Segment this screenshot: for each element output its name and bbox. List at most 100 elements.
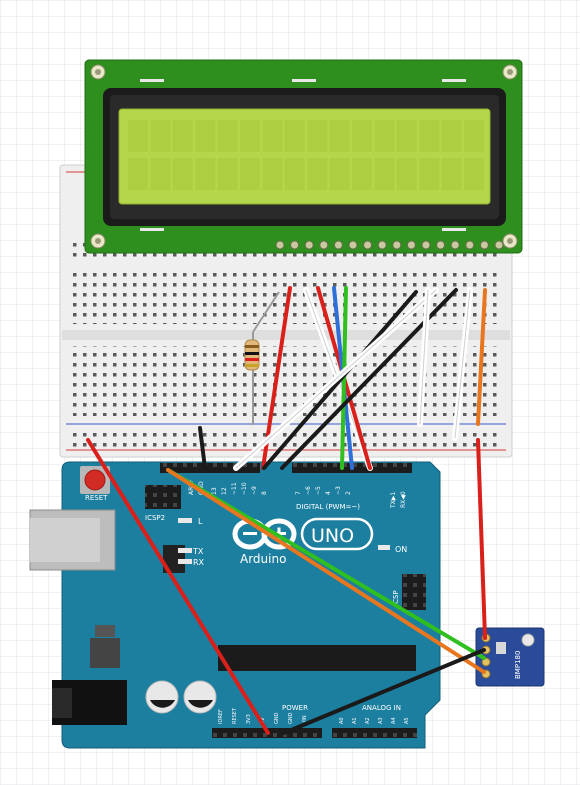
lcd-pin	[465, 240, 475, 250]
rxd-label: RX◀0	[400, 491, 407, 508]
digital-pin-label: ~5	[315, 486, 322, 495]
brand-label: Arduino	[240, 552, 286, 566]
txd-label: TX▶1	[390, 492, 397, 509]
icsp-label: ICSP	[392, 590, 400, 606]
lcd-cell	[172, 120, 193, 152]
lcd-cell	[374, 158, 395, 190]
model-label: UNO	[311, 525, 354, 547]
led-rx-label: RX	[193, 558, 205, 567]
sensor-label: BMP180	[514, 651, 522, 679]
lcd-cell	[195, 158, 216, 190]
lcd-cell	[262, 158, 283, 190]
digital-pin-label: 13	[211, 487, 218, 495]
lcd-pin	[421, 240, 431, 250]
digital-pin-label: ~9	[251, 486, 258, 495]
power-pin-label: RESET	[232, 707, 238, 724]
power-pin-label: 3V3	[246, 714, 252, 724]
lcd-pin	[406, 240, 416, 250]
led-rx	[178, 559, 192, 564]
digital-pin-label: ~6	[305, 486, 312, 495]
power-pin-label: GND	[274, 712, 280, 724]
lcd-pin	[348, 240, 358, 250]
digital-label: DIGITAL (PWM=~)	[296, 503, 360, 511]
led-l	[178, 518, 192, 523]
lcd-cell	[217, 120, 238, 152]
lcd-cell	[441, 120, 462, 152]
lcd-cell	[352, 120, 372, 152]
lcd-cell	[307, 158, 328, 190]
wire-orange	[166, 468, 486, 674]
lcd-cell	[128, 158, 148, 190]
analog-pin-label: A0	[339, 717, 345, 724]
breadboard-holes-lower	[70, 346, 500, 416]
wire-white	[454, 289, 471, 439]
lcd-cell	[396, 120, 417, 152]
analog-pin-label: A2	[365, 717, 371, 724]
lcd-cell	[419, 158, 440, 190]
wire-white	[235, 289, 437, 469]
lcd-cell	[217, 158, 238, 190]
lcd-cell	[329, 158, 350, 190]
digital-pin-label: ~10	[241, 482, 248, 495]
lcd-cell	[396, 158, 417, 190]
analog-pin-label: A4	[391, 717, 397, 724]
icsp2-label: ICSP2	[145, 514, 165, 522]
lcd-cell	[262, 120, 283, 152]
lcd-cell	[284, 120, 305, 152]
wire-black	[198, 426, 207, 470]
digital-header-left	[160, 463, 260, 473]
wire-red	[86, 438, 270, 735]
analog-pin-label: A1	[352, 717, 358, 724]
lcd-pin	[392, 240, 402, 250]
power-pin-label: IOREF	[218, 709, 224, 724]
wire-orange	[476, 288, 487, 426]
reset-button[interactable]	[84, 469, 106, 491]
lcd-pin	[436, 240, 446, 250]
sensor-chip	[496, 642, 506, 654]
lcd-pin	[333, 240, 343, 250]
capacitor	[183, 680, 217, 714]
lcd-pin	[290, 240, 300, 250]
lcd-cell	[150, 120, 171, 152]
lcd-cell	[284, 158, 305, 190]
lcd-module	[84, 59, 523, 254]
lcd-cell	[374, 120, 395, 152]
lcd-cell	[464, 158, 484, 190]
lcd-cell	[240, 158, 260, 190]
lcd-cell	[419, 120, 440, 152]
digital-pin-label: 7	[295, 491, 302, 495]
power-pin-label: GND	[288, 712, 294, 724]
led-tx-label: TX	[192, 547, 204, 556]
led-l-label: L	[198, 517, 203, 526]
lcd-cell	[240, 120, 260, 152]
led-tx	[178, 548, 192, 553]
wire-red	[476, 438, 487, 640]
digital-pin-label: 4	[325, 491, 332, 495]
lcd-cell	[172, 158, 193, 190]
resistor	[244, 291, 280, 425]
power-label: POWER	[282, 704, 308, 712]
wire-black	[282, 648, 486, 735]
led-on	[378, 545, 390, 550]
lcd-pin	[304, 240, 314, 250]
jumper-wires	[86, 286, 487, 735]
lcd-cell	[150, 158, 171, 190]
microcontroller-chip	[218, 645, 416, 671]
icsp-header	[402, 574, 426, 610]
icsp2-header	[145, 485, 181, 509]
digital-pin-label: ~11	[231, 482, 238, 495]
arduino-uno-board: RESET ICSP2 L TX RX ON Arduino	[29, 461, 441, 749]
lcd-pin	[494, 240, 504, 250]
wire-white	[419, 289, 429, 425]
lcd-cell	[128, 120, 148, 152]
lcd-pin	[377, 240, 387, 250]
lcd-pin-header	[275, 240, 504, 250]
on-label: ON	[395, 545, 407, 554]
lcd-cell	[464, 120, 484, 152]
lcd-pin	[319, 240, 329, 250]
digital-pin-label: 2	[345, 491, 352, 495]
